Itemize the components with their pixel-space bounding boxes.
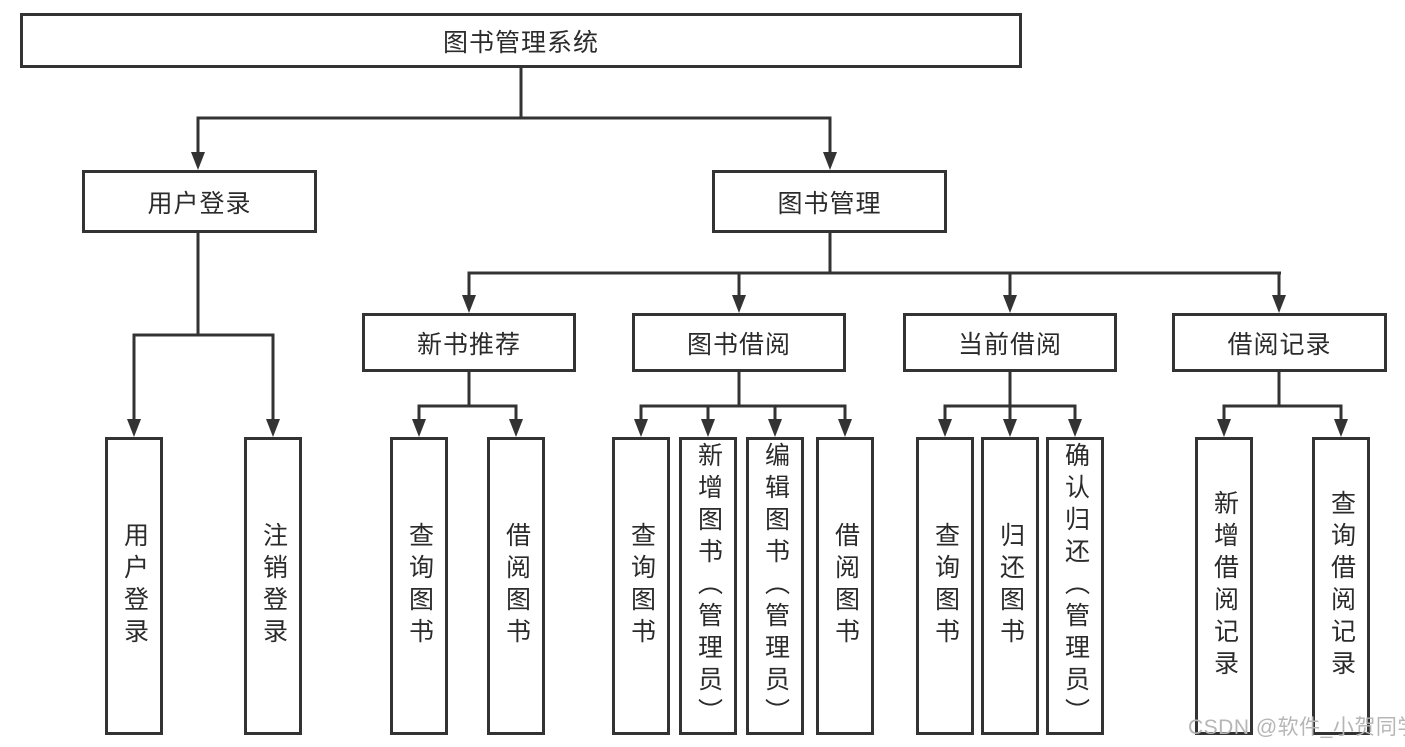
node-label: 新增图书（管理员） bbox=[694, 442, 723, 730]
node-borrowing-records: 借阅记录 bbox=[1172, 313, 1387, 372]
node-label: 用户登录 bbox=[147, 189, 252, 218]
node-label: 编辑图书（管理员） bbox=[761, 442, 790, 730]
node-new-book-recommendation: 新书推荐 bbox=[362, 313, 576, 372]
node-label: 图书借阅 bbox=[686, 330, 791, 359]
node-leaf-borrow-books-1: 借阅图书 bbox=[487, 437, 545, 735]
node-label: 新增借阅记录 bbox=[1210, 490, 1239, 682]
node-leaf-user-login: 用户登录 bbox=[105, 437, 163, 735]
node-label: 用户登录 bbox=[120, 522, 149, 650]
node-leaf-add-book-admin: 新增图书（管理员） bbox=[679, 437, 737, 735]
node-label: 查询借阅记录 bbox=[1327, 490, 1356, 682]
node-user-login-branch: 用户登录 bbox=[82, 170, 317, 233]
node-leaf-add-borrow-record: 新增借阅记录 bbox=[1195, 437, 1253, 735]
node-leaf-borrow-books-2: 借阅图书 bbox=[816, 437, 874, 735]
node-label: 注销登录 bbox=[259, 522, 288, 650]
node-label: 借阅图书 bbox=[831, 522, 860, 650]
node-leaf-confirm-return-admin: 确认归还（管理员） bbox=[1046, 437, 1104, 735]
watermark-text: CSDN @软件_小贺同学 bbox=[1188, 716, 1405, 739]
node-book-borrowing: 图书借阅 bbox=[632, 313, 846, 372]
node-label: 图书管理系统 bbox=[442, 28, 599, 57]
node-label: 查询图书 bbox=[931, 522, 960, 650]
node-leaf-query-books-1: 查询图书 bbox=[390, 437, 448, 735]
node-leaf-logout: 注销登录 bbox=[244, 437, 302, 735]
node-label: 确认归还（管理员） bbox=[1061, 442, 1090, 730]
node-leaf-query-books-2: 查询图书 bbox=[612, 437, 670, 735]
node-leaf-edit-book-admin: 编辑图书（管理员） bbox=[746, 437, 804, 735]
node-label: 图书管理 bbox=[777, 189, 882, 218]
node-label: 查询图书 bbox=[405, 522, 434, 650]
node-leaf-return-book: 归还图书 bbox=[981, 437, 1039, 735]
node-book-management-branch: 图书管理 bbox=[712, 170, 947, 233]
node-label: 归还图书 bbox=[996, 522, 1025, 650]
node-leaf-query-borrow-record: 查询借阅记录 bbox=[1312, 437, 1370, 735]
node-leaf-query-books-3: 查询图书 bbox=[916, 437, 974, 735]
node-label: 借阅图书 bbox=[502, 522, 531, 650]
node-library-system: 图书管理系统 bbox=[20, 13, 1022, 68]
node-label: 借阅记录 bbox=[1227, 330, 1332, 359]
node-label: 新书推荐 bbox=[416, 330, 521, 359]
node-label: 查询图书 bbox=[627, 522, 656, 650]
node-current-borrowing: 当前借阅 bbox=[903, 313, 1117, 372]
node-label: 当前借阅 bbox=[957, 330, 1062, 359]
